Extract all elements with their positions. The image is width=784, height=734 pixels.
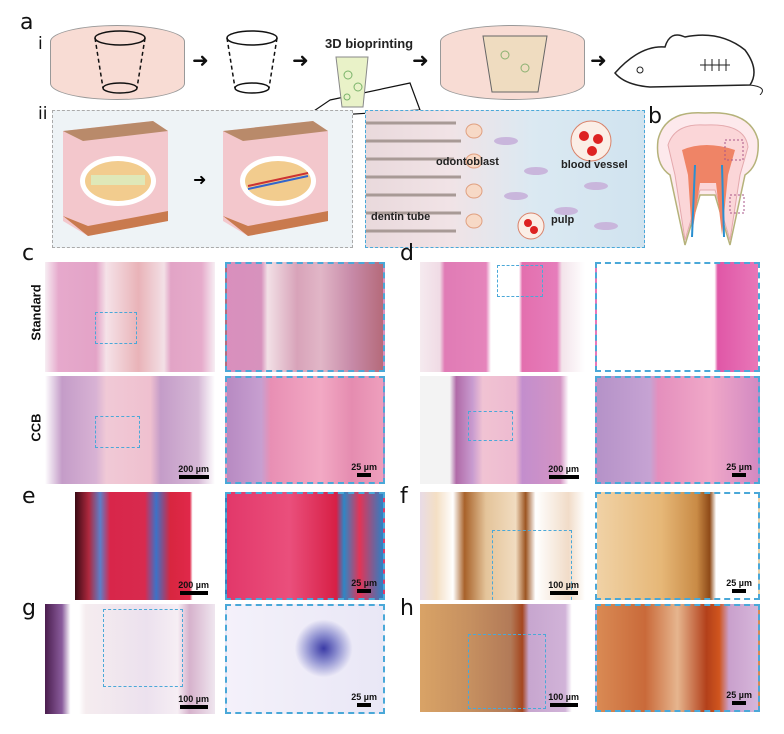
scale-bar: 25 µm: [726, 578, 752, 593]
panel-label-d: d: [400, 241, 414, 266]
scale-bar: 200 µm: [178, 580, 209, 595]
svg-text:➜: ➜: [193, 172, 206, 189]
scale-bar: 100 µm: [178, 694, 209, 709]
scale-bar-label: 25 µm: [726, 462, 752, 472]
roi-box: [95, 312, 137, 344]
scale-bar-label: 25 µm: [351, 578, 377, 588]
scale-bar-label: 100 µm: [548, 692, 579, 702]
scale-bar: 25 µm: [726, 462, 752, 477]
roi-box: [95, 416, 140, 448]
e-masson-zoom: 25 µm: [225, 492, 385, 600]
panel-label-b: b: [648, 104, 662, 129]
c-ccb-overview: 200 µm: [45, 376, 215, 484]
scale-bar: 200 µm: [178, 464, 209, 479]
bioprinting-label: 3D bioprinting: [325, 36, 414, 51]
scale-bar: 25 µm: [726, 690, 752, 705]
f-ihc-zoom: 25 µm: [595, 492, 760, 600]
panel-label-e: e: [22, 484, 36, 509]
panel-label-i: i: [38, 34, 43, 54]
f-ihc-overview: 100 µm: [420, 492, 585, 600]
scale-bar-label: 200 µm: [548, 464, 579, 474]
e-masson-overview: 200 µm: [75, 492, 215, 600]
pulp-tissue-diagram: odontoblast blood vessel dentin tube pul…: [365, 110, 645, 248]
label-odontoblast: odontoblast: [436, 156, 499, 168]
scale-bar-label: 200 µm: [178, 580, 209, 590]
scale-bar: 25 µm: [351, 692, 377, 707]
panel-label-h: h: [400, 596, 414, 621]
roi-box: [492, 530, 572, 600]
row-label-standard: Standard: [28, 284, 44, 341]
panel-label-g: g: [22, 596, 36, 621]
scale-bar-label: 100 µm: [178, 694, 209, 704]
d-standard-overview: [420, 262, 585, 372]
tooth-diagram-icon: [656, 111, 759, 246]
scale-bar: 25 µm: [351, 462, 377, 477]
c-ccb-zoom: 25 µm: [225, 376, 385, 484]
panel-label-c: c: [22, 241, 35, 266]
scale-bar: 100 µm: [548, 580, 579, 595]
label-pulp: pulp: [551, 214, 575, 226]
c-standard-zoom: [225, 262, 385, 372]
arrow-icon: ➜: [412, 50, 429, 72]
scale-bar: 100 µm: [548, 692, 579, 707]
arrow-icon: ➜: [590, 50, 607, 72]
panel-label-f: f: [400, 484, 408, 509]
roi-box: [468, 634, 546, 709]
label-dentin-tube: dentin tube: [371, 211, 431, 223]
d-ccb-overview: 200 µm: [420, 376, 585, 484]
mold-disk: [50, 25, 185, 100]
label-blood-vessel: blood vessel: [561, 159, 628, 171]
scale-bar: 200 µm: [548, 464, 579, 479]
implant-diagram: ➜: [52, 110, 353, 248]
construct-in-mold-icon: [482, 35, 548, 93]
tissue-block-icon: ➜: [63, 121, 328, 236]
g-ihc-zoom: 25 µm: [225, 604, 385, 714]
scale-bar-label: 25 µm: [351, 692, 377, 702]
h-ihc-zoom: 25 µm: [595, 604, 760, 712]
h-ihc-overview: 100 µm: [420, 604, 585, 712]
dentin-pulp-illustration: [366, 120, 618, 240]
scale-bar: 25 µm: [351, 578, 377, 593]
roi-box: [468, 411, 513, 441]
g-ihc-overview: 100 µm: [45, 604, 215, 714]
c-standard-overview: [45, 262, 215, 372]
scaffold-shape-icon: [226, 30, 278, 94]
roi-box: [497, 265, 543, 297]
scale-bar-label: 100 µm: [548, 580, 579, 590]
scale-bar-label: 25 µm: [726, 690, 752, 700]
panel-label-a: a: [20, 10, 34, 35]
panel-label-ii: ii: [38, 104, 48, 124]
scale-bar-label: 25 µm: [726, 578, 752, 588]
scale-bar-label: 200 µm: [178, 464, 209, 474]
mold-cavity-icon: [94, 30, 146, 94]
arrow-icon: ➜: [192, 50, 209, 72]
d-standard-zoom: [595, 262, 760, 372]
arrow-icon: ➜: [292, 50, 309, 72]
scale-bar-label: 25 µm: [351, 462, 377, 472]
d-ccb-zoom: 25 µm: [595, 376, 760, 484]
roi-box: [103, 609, 183, 687]
row-label-ccb: CCB: [28, 413, 44, 442]
mouse-implant-icon: [614, 34, 763, 95]
